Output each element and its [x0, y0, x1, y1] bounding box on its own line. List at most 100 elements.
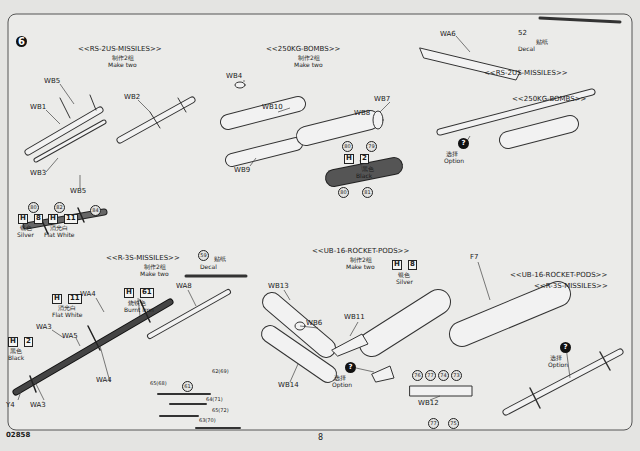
callout-number: 80: [342, 141, 353, 152]
part-label: WB13: [268, 283, 289, 291]
callout-number: 80: [28, 202, 39, 213]
kit-number: 02858: [6, 432, 30, 440]
paint-code: H: [8, 337, 18, 347]
callout-number: 82: [54, 202, 65, 213]
part-label: Decal: [200, 264, 217, 271]
part-label: WB7: [374, 96, 390, 104]
step-frame: [8, 14, 632, 430]
part-label: Flat White: [52, 312, 83, 319]
page-number: 8: [318, 434, 323, 443]
part-label: 贴纸: [214, 256, 226, 263]
part-label: F7: [470, 254, 478, 262]
part-label: WA3: [30, 402, 46, 410]
paint-code: H: [392, 260, 402, 270]
part-label: 选择: [550, 355, 562, 362]
part-label: 62(69): [212, 369, 229, 375]
part-label: Option: [332, 382, 352, 389]
part-label: Black: [8, 355, 24, 362]
part-label: <<250KG-BOMBS>>: [266, 46, 340, 54]
part-label: WB8: [354, 110, 370, 118]
paint-code: H: [344, 154, 354, 164]
callout-number: 74: [438, 370, 449, 381]
part-label: 黑色: [362, 166, 374, 173]
part-label: <<RS-2US-MISSILES>>: [484, 70, 568, 78]
paint-code: 2: [24, 337, 33, 347]
callout-number: 79: [366, 141, 377, 152]
part-label: 黑色: [10, 348, 22, 355]
part-label: WB11: [344, 314, 365, 322]
part-label: <<R-3S-MISSILES>>: [106, 255, 180, 263]
paint-code: H: [52, 294, 62, 304]
part-label: WA4: [80, 291, 96, 299]
part-label: Make two: [346, 264, 375, 271]
callout-number: 81: [362, 187, 373, 198]
part-label: 银色: [398, 272, 410, 279]
part-label: 银色: [20, 225, 32, 232]
part-label: Option: [548, 362, 568, 369]
paint-code: H: [124, 288, 134, 298]
part-label: 制作2组: [350, 257, 372, 264]
part-label: WB14: [278, 382, 299, 390]
part-label: WB2: [124, 94, 140, 102]
part-label: WB1: [30, 104, 46, 112]
step-number: 6: [16, 36, 27, 47]
part-label: Make two: [140, 271, 169, 278]
part-label: WB3: [30, 170, 46, 178]
part-label: 贴纸: [536, 39, 548, 46]
part-label: <<UB-16-ROCKET-PODS>>: [510, 272, 607, 280]
option-mark: ?: [560, 342, 571, 353]
paint-code: 2: [360, 154, 369, 164]
part-label: 选择: [446, 151, 458, 158]
callout-number: 84: [90, 205, 101, 216]
paint-code: 8: [408, 260, 417, 270]
part-label: 烧铁色: [128, 300, 146, 307]
part-label: 选择: [334, 375, 346, 382]
option-mark: ?: [345, 362, 356, 373]
callout-number: 77: [425, 370, 436, 381]
part-label: <<RS-2US-MISSILES>>: [78, 46, 162, 54]
part-label: WB5: [44, 78, 60, 86]
callout-number: 59: [198, 250, 209, 261]
part-label: Silver: [17, 232, 34, 239]
part-label: 52: [518, 30, 527, 38]
part-label: WA5: [62, 333, 78, 341]
part-label: <<UB-16-ROCKET-PODS>>: [312, 248, 409, 256]
part-label: Burnt Iron: [124, 307, 154, 314]
callout-number: 73: [451, 370, 462, 381]
part-label: 制作2组: [144, 264, 166, 271]
part-label: Make two: [108, 62, 137, 69]
option-mark: ?: [458, 138, 469, 149]
callout-number: 76: [412, 370, 423, 381]
part-label: Option: [444, 158, 464, 165]
part-label: Silver: [396, 279, 413, 286]
part-label: WB6: [306, 320, 322, 328]
part-label: WA3: [36, 324, 52, 332]
part-label: 63(70): [199, 418, 216, 424]
paint-code: 11: [68, 294, 82, 304]
part-label: 制作2组: [298, 55, 320, 62]
paint-code: H: [48, 214, 58, 224]
callout-number: 61: [182, 381, 193, 392]
paint-code: 11: [64, 214, 78, 224]
part-label: WB4: [226, 73, 242, 81]
part-label: WB12: [418, 400, 439, 408]
part-label: Black: [356, 173, 372, 180]
part-label: <<250KG-BOMBS>>: [512, 96, 586, 104]
part-label: Y4: [6, 402, 15, 410]
part-label: 65(68): [150, 381, 167, 387]
paint-code: 61: [140, 288, 154, 298]
leader-lines: [18, 36, 570, 400]
part-label: Decal: [518, 46, 535, 53]
part-label: WB9: [234, 167, 250, 175]
part-label: Make two: [294, 62, 323, 69]
part-label: WB10: [262, 104, 283, 112]
part-label: 消光白: [50, 225, 68, 232]
callout-number: 77: [428, 418, 439, 429]
callout-number: 80: [338, 187, 349, 198]
part-label: 消光白: [58, 305, 76, 312]
parts: [16, 18, 620, 428]
part-label: 65(72): [212, 408, 229, 414]
part-label: 制作2组: [112, 55, 134, 62]
paint-code: 8: [34, 214, 43, 224]
part-label: WA6: [440, 31, 456, 39]
